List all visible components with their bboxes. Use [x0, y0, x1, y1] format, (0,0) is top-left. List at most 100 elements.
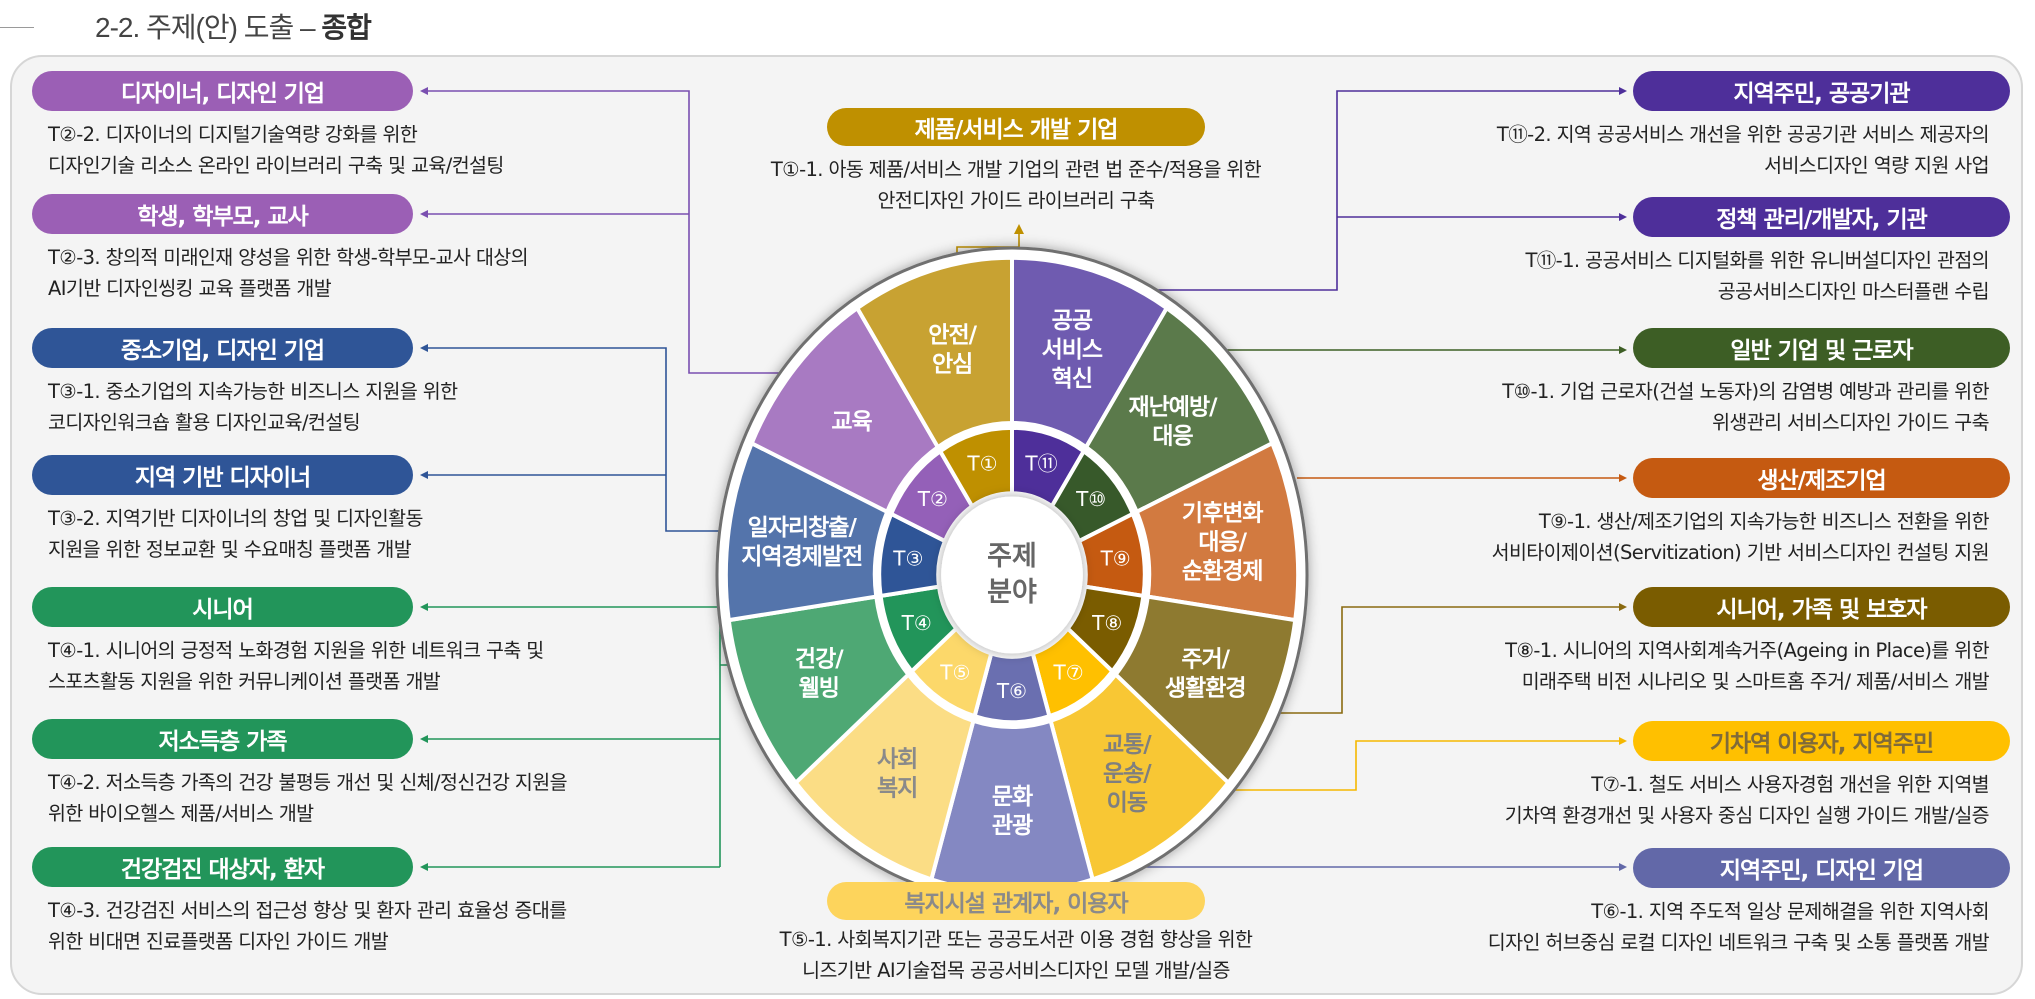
wheel-segment-label: 관광 — [992, 813, 1033, 839]
description-line: 디자인 허브중심 로컬 디자인 네트워크 구축 및 소통 플랫폼 개발 — [1487, 931, 1990, 954]
wheel-code-label: T⑧ — [1091, 611, 1122, 635]
wheel-segment-label: 건강/ — [795, 646, 844, 672]
wheel-segment — [854, 255, 1014, 450]
description-line: AI기반 디자인씽킹 교육 플랫폼 개발 — [48, 277, 332, 300]
target-pill: 생산/제조기업 — [1633, 458, 2010, 498]
title-bold: 종합 — [321, 12, 372, 43]
description-line: T④-1. 시니어의 긍정적 노화경험 지원을 위한 네트워크 구축 및 — [48, 639, 544, 662]
wheel-segment-label: 안심 — [932, 352, 972, 378]
target-pill: 건강검진 대상자, 환자 — [32, 847, 413, 887]
wheel-code-label: T⑥ — [996, 679, 1027, 703]
description-line: T②-3. 창의적 미래인재 양성을 위한 학생-학부모-교사 대상의 — [48, 246, 529, 269]
wheel-segment-label: 복지 — [877, 776, 917, 802]
target-pill: 지역주민, 공공기관 — [1633, 71, 2010, 111]
wheel-segment-label: 교통/ — [1103, 732, 1152, 758]
description-line: 스포츠활동 지원을 위한 커뮤니케이션 플랫폼 개발 — [48, 670, 441, 693]
description-line: T②-2. 디자이너의 디지털기술역량 강화를 위한 — [48, 123, 418, 146]
wheel-code-label: T② — [917, 487, 948, 511]
wheel-segment-label: 주거/ — [1181, 646, 1230, 672]
wheel-segment-label: 혁신 — [1052, 366, 1092, 392]
wheel-code-segment — [937, 425, 1014, 510]
description-line: 코디자인워크숍 활용 디자인교육/컨설팅 — [48, 411, 361, 434]
wheel-segment-label: 웰빙 — [799, 675, 839, 701]
wheel-segment-label: 공공 — [1052, 308, 1093, 334]
description-line: 미래주택 비전 시나리오 및 스마트홈 주거/ 제품/서비스 개발 — [1521, 670, 1990, 693]
connector-t11-a — [1090, 87, 1627, 291]
description-line: T①-1. 아동 제품/서비스 개발 기업의 관련 법 준수/적용을 위한 — [770, 158, 1262, 181]
wheel-segment-label: 안전/ — [928, 323, 977, 349]
connector-t2-a — [420, 87, 833, 374]
wheel-segment-label: 서비스 — [1042, 337, 1103, 363]
wheel-segment-label: 기후변화 — [1182, 500, 1263, 526]
description-line: 위한 바이오헬스 제품/서비스 개발 — [48, 802, 314, 825]
description-line: T③-1. 중소기업의 지속가능한 비즈니스 지원을 위한 — [48, 380, 458, 403]
description-line: 공공서비스디자인 마스터플랜 수립 — [1717, 280, 1990, 303]
target-pill: 지역주민, 디자인 기업 — [1633, 848, 2010, 888]
description-line: T⑩-1. 기업 근로자(건설 노동자)의 감염병 예방과 관리를 위한 — [1502, 380, 1989, 403]
description-line: T⑪-1. 공공서비스 디지털화를 위한 유니버설디자인 관점의 — [1525, 249, 1989, 272]
description-line: T⑤-1. 사회복지기관 또는 공공도서관 이용 경험 향상을 위한 — [779, 928, 1253, 951]
wheel-segment-label: 이동 — [1107, 790, 1148, 816]
title-rule — [0, 27, 34, 28]
target-pill: 중소기업, 디자인 기업 — [32, 328, 413, 368]
description-t5: T⑤-1. 사회복지기관 또는 공공도서관 이용 경험 향상을 위한 니즈기반 … — [616, 924, 1416, 986]
wheel-center-label: 주제 — [987, 541, 1037, 572]
wheel-segment-label: 재난예방/ — [1128, 394, 1218, 420]
wheel-center-label: 분야 — [987, 577, 1037, 608]
target-pill: 정책 관리/개발자, 기관 — [1633, 197, 2010, 237]
description-line: 니즈기반 AI기술접목 공공서비스디자인 모델 개발/실증 — [802, 959, 1230, 982]
wheel-code-label: T⑩ — [1075, 487, 1106, 511]
target-pill: 저소득층 가족 — [32, 719, 413, 759]
description-line: T④-3. 건강검진 서비스의 접근성 향상 및 환자 관리 효율성 증대를 — [48, 899, 567, 922]
description-line: 안전디자인 가이드 라이브러리 구축 — [877, 189, 1156, 212]
topic-description: T⑧-1. 시니어의 지역사회계속거주(Ageing in Place)를 위한… — [1505, 635, 1989, 697]
page-title: 2-2. 주제(안) 도출 – 종합 — [95, 6, 372, 46]
description-line: T③-2. 지역기반 디자이너의 창업 및 디자인활동 — [48, 507, 423, 530]
target-pill: 시니어, 가족 및 보호자 — [1633, 587, 2010, 627]
wheel-center — [941, 496, 1083, 654]
description-line: 위생관리 서비스디자인 가이드 구축 — [1712, 411, 1990, 434]
description-line: 기차역 환경개선 및 사용자 중심 디자인 실행 가이드 개발/실증 — [1504, 804, 1990, 827]
wheel-code-label: T⑤ — [939, 661, 970, 685]
description-line: T⑪-2. 지역 공공서비스 개선을 위한 공공기관 서비스 제공자의 — [1496, 123, 1990, 146]
description-line: T⑧-1. 시니어의 지역사회계속거주(Ageing in Place)를 위한 — [1505, 639, 1989, 662]
target-pill: 시니어 — [32, 587, 413, 627]
wheel-code-label: T⑪ — [1024, 452, 1057, 476]
wheel-segment-label: 대응 — [1152, 423, 1193, 449]
description-line: 지원을 위한 정보교환 및 수요매칭 플랫폼 개발 — [48, 538, 412, 561]
description-line: 서비스디자인 역량 지원 사업 — [1764, 154, 1989, 177]
description-t1: T①-1. 아동 제품/서비스 개발 기업의 관련 법 준수/적용을 위한 안전… — [616, 154, 1416, 216]
description-line: T⑨-1. 생산/제조기업의 지속가능한 비즈니스 전환을 위한 — [1538, 510, 1990, 533]
wheel-segment-label: 대응/ — [1198, 529, 1247, 555]
connector-t3-a — [420, 344, 720, 532]
wheel-segment-label: 순환경제 — [1182, 558, 1263, 584]
description-line: T⑥-1. 지역 주도적 일상 문제해결을 위한 지역사회 — [1591, 900, 1989, 923]
target-pill: 학생, 학부모, 교사 — [32, 194, 413, 234]
wheel-segment-label: 교육 — [831, 409, 872, 435]
description-line: 디자인기술 리소스 온라인 라이브러리 구축 및 교육/컨설팅 — [48, 154, 504, 177]
target-pill-t5: 복지시설 관계자, 이용자 — [827, 882, 1205, 920]
description-line: T④-2. 저소득층 가족의 건강 불평등 개선 및 신체/정신건강 지원을 — [48, 771, 568, 794]
wheel-segment-label: 사회 — [877, 747, 917, 773]
title-prefix: 2-2. 주제(안) 도출 – — [95, 12, 322, 43]
wheel-segment-label: 운송/ — [1103, 761, 1152, 787]
topic-description: T②-3. 창의적 미래인재 양성을 위한 학생-학부모-교사 대상의 AI기반 … — [48, 242, 529, 304]
target-pill-t1: 제품/서비스 개발 기업 — [827, 108, 1205, 146]
target-pill: 디자이너, 디자인 기업 — [32, 71, 413, 111]
description-line: 위한 비대면 진료플랫폼 디자인 가이드 개발 — [48, 930, 389, 953]
wheel-segment-label: 지역경제발전 — [741, 544, 862, 570]
wheel-segment-label: 문화 — [992, 784, 1033, 810]
target-pill: 지역 기반 디자이너 — [32, 455, 413, 495]
wheel-segment-label: 생활환경 — [1165, 675, 1246, 701]
description-line: 서비타이제이션(Servitization) 기반 서비스디자인 컨설팅 지원 — [1491, 541, 1990, 564]
